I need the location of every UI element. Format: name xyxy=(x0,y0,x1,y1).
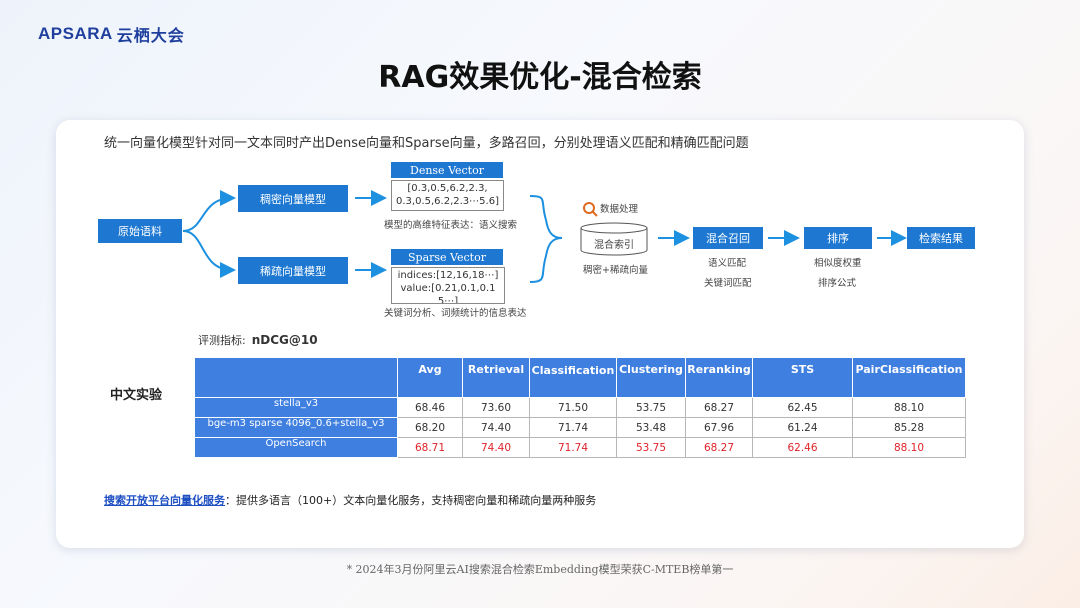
table-cell: 68.27 xyxy=(685,437,753,458)
sparse-model-box: 稀疏向量模型 xyxy=(238,257,348,284)
table-cell: 74.40 xyxy=(462,417,530,438)
search-icon xyxy=(583,202,598,217)
table-row: OpenSearch 68.71 74.40 71.74 53.75 68.27… xyxy=(194,437,966,458)
brand-cn: 云栖大会 xyxy=(116,28,185,45)
data-processing-label: 数据处理 xyxy=(600,204,639,215)
table-cell: 71.74 xyxy=(529,417,617,438)
table-cell: 68.71 xyxy=(397,437,463,458)
table-cell: 68.46 xyxy=(397,397,463,418)
dense-vector-header: Dense Vector xyxy=(391,162,503,178)
table-header-cell: Clustering xyxy=(616,357,686,398)
table-cell: 53.75 xyxy=(616,397,686,418)
table-cell: 85.28 xyxy=(852,417,966,438)
result-box: 检索结果 xyxy=(907,227,975,249)
intro-text: 统一向量化模型针对同一文本同时产出Dense向量和Sparse向量，多路召回，分… xyxy=(104,136,749,151)
table-cell: 71.74 xyxy=(529,437,617,458)
table-cell: 62.46 xyxy=(752,437,853,458)
table-cell: 53.48 xyxy=(616,417,686,438)
service-text: ：提供多语言（100+）文本向量化服务，支持稠密向量和稀疏向量两种服务 xyxy=(225,494,597,507)
table-header-cell: Retrieval xyxy=(462,357,530,398)
metric-line: 评测指标: nDCG@10 xyxy=(198,332,318,348)
service-link[interactable]: 搜索开放平台向量化服务 xyxy=(104,494,225,507)
row-name: OpenSearch xyxy=(194,437,398,458)
page-title: RAG效果优化-混合检索 xyxy=(378,60,702,95)
table-cell: 53.75 xyxy=(616,437,686,458)
table-cell: 68.20 xyxy=(397,417,463,438)
table-header-cell: Classification xyxy=(529,357,617,398)
metric-label: 评测指标: xyxy=(198,334,246,347)
brand-logo: APSARA 云栖大会 xyxy=(38,22,185,46)
dense-caption: 模型的高维特征表达：语义搜索 xyxy=(384,220,518,231)
row-name: bge-m3 sparse 4096_0.6+stella_v3 xyxy=(194,417,398,438)
table-row: stella_v3 68.46 73.60 71.50 53.75 68.27 … xyxy=(194,397,966,418)
dense-vector-content: [0.3,0.5,6.2,2.3, 0.3,0.5,6.2,2.3⋯5.6] xyxy=(391,180,504,211)
table-cell: 73.60 xyxy=(462,397,530,418)
table-header-cell: Reranking xyxy=(685,357,753,398)
footnote: * 2024年3月份阿里云AI搜索混合检索Embedding模型荣获C-MTEB… xyxy=(346,563,734,576)
table-cell: 71.50 xyxy=(529,397,617,418)
sparse-caption: 关键词分析、词频统计的信息表达 xyxy=(384,308,527,319)
table-header-cell: PairClassification xyxy=(852,357,966,398)
hybrid-index-caption: 稠密+稀疏向量 xyxy=(583,265,648,276)
table-row: bge-m3 sparse 4096_0.6+stella_v3 68.20 7… xyxy=(194,417,966,438)
table-header-cell: STS xyxy=(752,357,853,398)
table-cell: 74.40 xyxy=(462,437,530,458)
sparse-vector-content: indices:[12,16,18⋯] value:[0.21,0.1,0.1 … xyxy=(391,267,505,304)
table-cell: 61.24 xyxy=(752,417,853,438)
table-cell: 68.27 xyxy=(685,397,753,418)
source-corpus-box: 原始语料 xyxy=(98,219,182,243)
recall-note-keyword: 关键词匹配 xyxy=(704,278,752,289)
sparse-vector-header: Sparse Vector xyxy=(391,249,503,265)
table-cell: 67.96 xyxy=(685,417,753,438)
row-name: stella_v3 xyxy=(194,397,398,418)
rank-note-formula: 排序公式 xyxy=(818,278,857,289)
hybrid-index-cylinder xyxy=(580,222,648,256)
brand-latin: APSARA xyxy=(38,24,113,43)
recall-note-semantic: 语义匹配 xyxy=(708,258,747,269)
dense-model-box: 稠密向量模型 xyxy=(238,185,348,212)
hybrid-recall-box: 混合召回 xyxy=(693,227,763,249)
rank-note-weight: 相似度权重 xyxy=(814,258,862,269)
table-header-row: Avg Retrieval Classification Clustering … xyxy=(194,357,966,398)
results-table: Avg Retrieval Classification Clustering … xyxy=(194,357,966,458)
table-header-blank xyxy=(194,357,398,398)
service-line: 搜索开放平台向量化服务：提供多语言（100+）文本向量化服务，支持稠密向量和稀疏… xyxy=(104,492,596,508)
content-card xyxy=(56,120,1024,548)
table-cell: 62.45 xyxy=(752,397,853,418)
table-cell: 88.10 xyxy=(852,397,966,418)
table-cell: 88.10 xyxy=(852,437,966,458)
table-header-cell: Avg xyxy=(397,357,463,398)
hybrid-index-label: 混合索引 xyxy=(594,240,634,251)
experiment-label: 中文实验 xyxy=(110,388,163,403)
rank-box: 排序 xyxy=(804,227,872,249)
metric-value: nDCG@10 xyxy=(251,333,318,347)
